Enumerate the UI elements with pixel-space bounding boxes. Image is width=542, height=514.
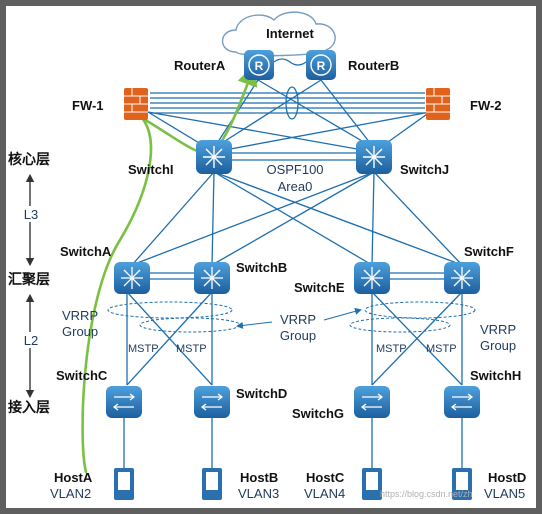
agg-switch-f: SwitchF: [444, 244, 514, 294]
mstp-label: MSTP: [176, 343, 207, 355]
switch-c-label: SwitchC: [56, 368, 108, 383]
switch-icon: [363, 146, 385, 168]
switch-d-label: SwitchD: [236, 386, 287, 401]
switch-a-label: SwitchA: [60, 244, 112, 259]
host-c: HostC VLAN4: [304, 468, 382, 501]
switch-icon: [451, 267, 473, 289]
router-icon: [248, 54, 270, 76]
host-a: HostA VLAN2: [50, 468, 134, 501]
host-b-vlan: VLAN3: [238, 486, 279, 501]
svg-text:R: R: [317, 59, 326, 73]
firewall-fw2: FW-2: [426, 88, 502, 120]
server-icon: [118, 472, 130, 490]
host-a-vlan: VLAN2: [50, 486, 91, 501]
vrrp-right-line1: VRRP: [480, 322, 516, 337]
access-switch-d: SwitchD: [194, 386, 287, 418]
vrrp-mid-line2: Group: [280, 328, 316, 343]
access-switch-g: SwitchG: [292, 386, 390, 421]
vrrp-left-line1: VRRP: [62, 308, 98, 323]
host-d-vlan: VLAN5: [484, 486, 525, 501]
router-a-label: RouterA: [174, 58, 226, 73]
switch-icon: [201, 267, 223, 289]
fw2-label: FW-2: [470, 98, 502, 113]
host-c-vlan: VLAN4: [304, 486, 345, 501]
agg-switch-b: SwitchB: [194, 260, 287, 294]
switch-icon: [203, 146, 225, 168]
vrrp-right-line2: Group: [480, 338, 516, 353]
ospf-label: OSPF100: [266, 162, 323, 177]
firewall-fw1: FW-1: [72, 88, 148, 120]
fw1-label: FW-1: [72, 98, 104, 113]
layer-core-label: 核心层: [8, 151, 50, 168]
server-icon: [366, 472, 378, 490]
server-icon: [206, 472, 218, 490]
mstp-label: MSTP: [426, 343, 457, 355]
core-switch-i: SwitchI: [128, 140, 232, 177]
switch-icon: [121, 267, 143, 289]
host-a-name: HostA: [54, 470, 93, 485]
router-icon: [310, 54, 332, 76]
host-d-name: HostD: [488, 470, 526, 485]
access-switch-icon: [360, 393, 384, 411]
firewall-icon: [124, 88, 148, 113]
router-b-label: RouterB: [348, 58, 399, 73]
switch-e-label: SwitchE: [294, 280, 345, 295]
switch-icon: [361, 267, 383, 289]
layer-axis: 核心层 汇聚层 接入层 L3 L2: [8, 151, 50, 416]
host-b-name: HostB: [240, 470, 278, 485]
internet-label: Internet: [266, 26, 314, 41]
host-c-name: HostC: [306, 470, 345, 485]
switch-h-label: SwitchH: [470, 368, 521, 383]
access-switch-c: SwitchC: [56, 368, 142, 418]
access-switch-icon: [112, 393, 136, 411]
access-switch-h: SwitchH: [444, 368, 521, 418]
l2-label: L2: [24, 333, 38, 348]
mstp-label: MSTP: [128, 343, 159, 355]
core-switch-j: SwitchJ: [356, 140, 449, 177]
vrrp-left-line2: Group: [62, 324, 98, 339]
switch-i-label: SwitchI: [128, 162, 174, 177]
internet-cloud: Internet: [221, 11, 336, 57]
mstp-label: MSTP: [376, 343, 407, 355]
firewall-icon: [426, 88, 450, 113]
agg-switch-e: SwitchE: [294, 262, 390, 295]
l3-label: L3: [24, 207, 38, 222]
area-label: Area0: [278, 179, 313, 194]
vrrp-mid-line1: VRRP: [280, 312, 316, 327]
layer-agg-label: 汇聚层: [8, 272, 50, 288]
switch-g-label: SwitchG: [292, 406, 344, 421]
server-icon: [456, 472, 468, 490]
router-b: R RouterB: [306, 50, 399, 80]
switch-f-label: SwitchF: [464, 244, 514, 259]
agg-switch-a: SwitchA: [60, 244, 150, 294]
watermark: https://blog.csdn.net/zh: [380, 489, 473, 499]
switch-b-label: SwitchB: [236, 260, 287, 275]
svg-text:R: R: [255, 59, 264, 73]
access-switch-icon: [200, 393, 224, 411]
host-b: HostB VLAN3: [202, 468, 279, 501]
switch-j-label: SwitchJ: [400, 162, 449, 177]
host-d: HostD VLAN5: [452, 468, 526, 501]
access-switch-icon: [450, 393, 474, 411]
router-a: R RouterA: [174, 50, 274, 80]
layer-access-label: 接入层: [8, 399, 50, 416]
network-topology: Internet R RouterA R RouterB FW-1 FW-2: [8, 11, 526, 501]
